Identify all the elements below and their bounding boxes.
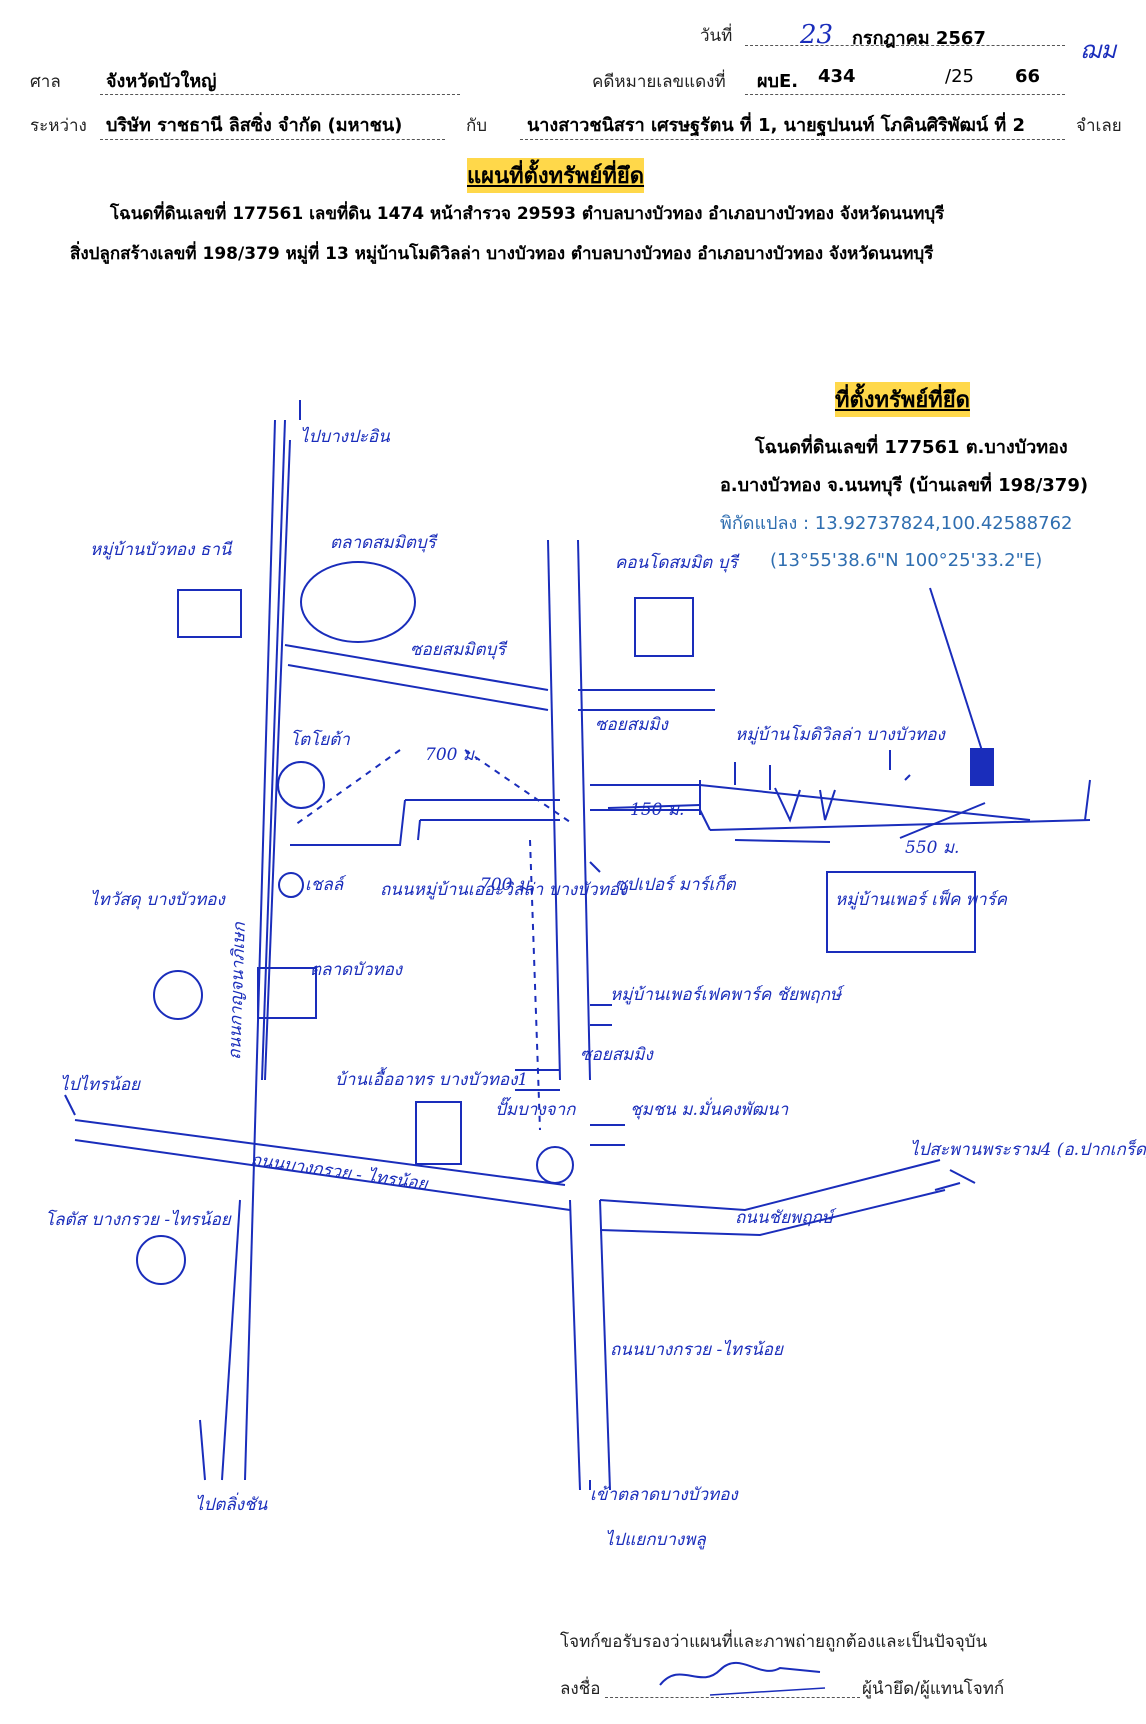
case-label: คดีหมายเลขแดงที่ <box>592 72 726 92</box>
between-label: ระหว่าง <box>30 116 87 136</box>
map-label-supermarket: ซุปเปอร์ มาร์เก็ต <box>615 874 737 895</box>
target-parcel-marker <box>970 748 994 786</box>
location-address: อ.บางบัวทอง จ.นนทบุรี (บ้านเลขที่ 198/37… <box>720 475 1089 496</box>
plaintiff-name: บริษัท ราชธานี ลิสซิ่ง จำกัด (มหาชน) <box>106 115 403 136</box>
map-label-thai-watsadu: ไทวัสดุ บางบัวทอง <box>90 889 227 910</box>
date-day: 23 <box>800 20 834 50</box>
map-label-ptt: ปั๊มบางจาก <box>495 1097 576 1120</box>
defendant-label: จำเลย <box>1076 116 1122 136</box>
defendants-line <box>520 139 1065 140</box>
road-kanchana-left-edge <box>244 419 276 1481</box>
date-monthyear: กรกฎาคม 2567 <box>852 28 986 49</box>
court-value: จังหวัดบัวใหญ่ <box>106 71 217 92</box>
map-label-soi-sommitburi: ซอยสมมิตบุรี <box>410 640 508 660</box>
map-label-to-sainoi: ไปไทรน้อย <box>60 1074 141 1095</box>
map-label-perfect-park: หมู่บ้านเพอร์เฟคพาร์ค ชัยพฤกษ์ <box>610 985 846 1005</box>
case-year-prefix: /25 <box>945 66 974 87</box>
court-label: ศาล <box>30 72 61 92</box>
location-dms: (13°55'38.6"N 100°25'33.2"E) <box>770 550 1043 571</box>
location-heading: ที่ตั้งทรัพย์ที่ยึด <box>835 382 970 417</box>
map-label-road-bangkruai2: ถนนบางกรวย -ไทรน้อย <box>610 1339 784 1360</box>
map-label-community: ชุมชน ม.มั่นคงพัฒนา <box>630 1097 789 1120</box>
map-label-buathong-thani: หมู่บ้านบัวทอง ธานี <box>90 540 234 560</box>
sign-label: ลงชื่อ <box>560 1679 601 1699</box>
map-label-condo: คอนโดสมมิต บุรี <box>615 552 741 573</box>
map-label-chaiyapruek: ถนนชัยพฤกษ์ <box>735 1208 837 1228</box>
map-label-to-talad-buathong: เข้าตลาดบางบัวทอง <box>590 1485 739 1505</box>
signer-role: ผู้นำยึด/ผู้แทนโจทก์ <box>862 1679 1005 1699</box>
initials-signature: ฌม <box>1080 36 1117 64</box>
map-label-lotus: โลตัส บางกรวย -ไทรน้อย <box>45 1209 232 1230</box>
map-label-talad-buathong: ตลาดบัวทอง <box>310 960 404 980</box>
map-label-talad-sommitburi: ตลาดสมมิตบุรี <box>330 533 439 553</box>
map-label-road-modivilla: ถนนหมู่บ้านเออะวิลล่า บางบัวทอง <box>380 880 629 900</box>
map-label-baan-eua: บ้านเอื้ออาทร บางบัวทอง1 <box>335 1066 528 1090</box>
date-label: วันที่ <box>700 26 733 46</box>
map-label-to-talingchan: ไปตลิ่งชัน <box>195 1492 268 1515</box>
map-label-shell: เชลล์ <box>305 875 347 895</box>
location-deed: โฉนดที่ดินเลขที่ 177561 ต.บางบัวทอง <box>755 437 1068 458</box>
plaintiff-line <box>100 139 445 140</box>
map-label-kanchana-road: ถนนกาญจนาภิเษก <box>225 921 250 1060</box>
deed-line: โฉนดที่ดินเลขที่ 177561 เลขที่ดิน 1474 ห… <box>110 204 945 224</box>
map-label-village-perfect: หมู่บ้านเพอร์ เฟ็ค พาร์ค <box>835 889 1008 910</box>
map-label-to-bangphlu: ไปแยกบางพลู <box>605 1529 707 1550</box>
court-line <box>100 94 460 95</box>
map-label-to-bangprain: ไปบางปะอิน <box>300 426 390 447</box>
signature-line <box>605 1697 860 1698</box>
case-year: 66 <box>1015 66 1041 87</box>
map-label-to-phraram4: ไปสะพานพระราม4 (อ.ปากเกร็ด) <box>910 1139 1146 1160</box>
case-prefix: ผบE. <box>757 71 799 92</box>
location-coords: พิกัดแปลง : 13.92737824,100.42588762 <box>720 513 1073 534</box>
map-label-soi-sommit2: ซอยสมมิง <box>580 1045 654 1065</box>
map-label-150: 150 ม. <box>630 800 684 820</box>
case-line <box>745 94 1065 95</box>
case-number: 434 <box>818 66 856 87</box>
map-label-soi-sommit: ซอยสมมิง <box>595 715 669 735</box>
map-label-700-mid: 700 ม. <box>480 875 534 895</box>
map-label-700-top: 700 ม. <box>425 745 479 765</box>
map-label-modivilla: หมู่บ้านโมดิวิลล่า บางบัวทอง <box>735 724 946 745</box>
building-line: สิ่งปลูกสร้างเลขที่ 198/379 หมู่ที่ 13 ห… <box>70 244 934 264</box>
map-label-550: 550 ม. <box>905 838 959 858</box>
page-title: แผนที่ตั้งทรัพย์ที่ยึด <box>467 158 645 193</box>
certify-text: โจทก์ขอรับรองว่าแผนที่และภาพถ่ายถูกต้องแ… <box>560 1632 988 1652</box>
date-line <box>745 45 1065 46</box>
with-label: กับ <box>466 116 488 136</box>
map-label-toyota: โตโยต้า <box>290 729 350 750</box>
defendants-names: นางสาวชนิสรา เศรษฐรัตน ที่ 1, นายฐปนนท์ … <box>527 115 1026 136</box>
signature-mark <box>659 1662 826 1696</box>
